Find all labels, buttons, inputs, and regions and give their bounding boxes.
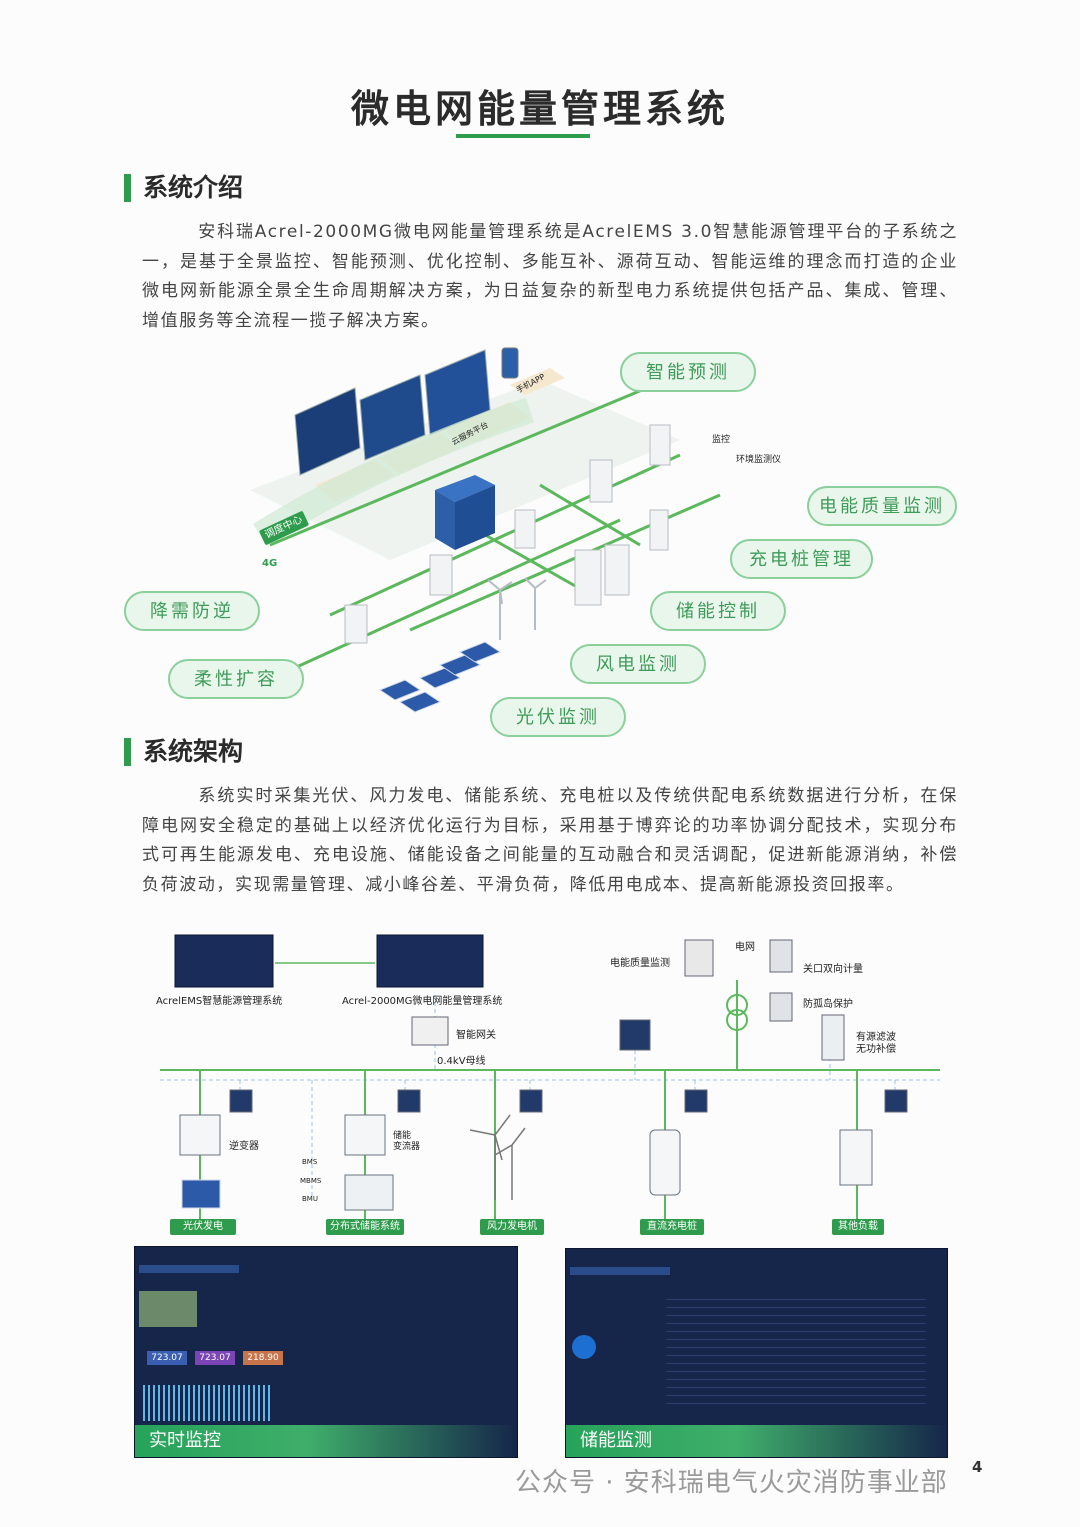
inverter-label: 逆变器 — [229, 1141, 259, 1152]
branch-charger: 直流充电桩 — [640, 1219, 704, 1235]
power-quality-label: 电能质量监测 — [610, 958, 670, 969]
equipment-cabinets — [344, 424, 671, 678]
pill-charging: 充电桩管理 — [730, 539, 873, 579]
solar-panels — [378, 641, 502, 713]
monitor-screens — [294, 347, 519, 476]
storage-monitoring-screenshot: 储能监测 — [565, 1248, 948, 1458]
network-label: 4G — [262, 558, 278, 569]
branch-load: 其他负载 — [832, 1219, 884, 1235]
device-label-monitor: 监控 — [712, 435, 731, 445]
anti-island-label: 防孤岛保护 — [803, 999, 853, 1010]
microgrid-overview-diagram: 调度中心 4G 手机APP 云服务平台 监控 环境监测仪 — [120, 340, 960, 740]
banner-realtime: 实时监控 — [135, 1425, 517, 1457]
bms-label: BMS — [302, 1158, 318, 1166]
building-image — [139, 1291, 197, 1327]
central-cabinet — [435, 475, 495, 550]
pill-pv: 光伏监测 — [490, 697, 626, 737]
branch-wind: 风力发电机 — [480, 1219, 544, 1235]
status-icon — [572, 1335, 596, 1359]
device-label-env: 环境监测仪 — [736, 455, 782, 465]
pill-storage: 储能控制 — [650, 591, 786, 631]
pill-forecast: 智能预测 — [620, 352, 756, 392]
branch-pv: 光伏发电 — [170, 1219, 236, 1235]
footer-watermark: 公众号 · 安科瑞电气火灾消防事业部 — [515, 1468, 948, 1498]
title-underline — [456, 134, 590, 138]
mbms-label: MBMS — [300, 1177, 322, 1185]
page-number: 4 — [972, 1458, 983, 1476]
storage-converter-label: 储能 变流器 — [393, 1131, 421, 1152]
data-table — [666, 1299, 926, 1409]
architecture-text: 系统实时采集光伏、风力发电、储能系统、充电桩以及传统供配电系统数据进行分析，在保… — [142, 786, 958, 895]
gateway-label: 智能网关 — [456, 1030, 496, 1041]
realtime-monitoring-screenshot: 723.07 723.07 218.90 实时监控 — [134, 1246, 518, 1458]
architecture-diagram: AcrelEMS智慧能源管理系统 Acrel-2000MG微电网能量管理系统 智… — [150, 930, 950, 1240]
system-b-label: Acrel-2000MG微电网能量管理系统 — [342, 996, 503, 1007]
bmu-label: BMU — [302, 1195, 318, 1203]
section-heading-architecture: 系统架构 — [124, 738, 243, 766]
architecture-paragraph: 系统实时采集光伏、风力发电、储能系统、充电桩以及传统供配电系统数据进行分析，在保… — [142, 782, 958, 900]
bus-label: 0.4kV母线 — [437, 1056, 486, 1067]
banner-storage: 储能监测 — [566, 1425, 947, 1457]
value-3: 218.90 — [243, 1351, 283, 1365]
pill-wind: 风电监测 — [570, 644, 706, 684]
bar-graph — [143, 1385, 273, 1421]
value-1: 723.07 — [147, 1351, 187, 1365]
page-title: 微电网能量管理系统 — [350, 87, 729, 131]
filter-label: 有源滤波 无功补偿 — [856, 1032, 896, 1055]
system-a-label: AcrelEMS智慧能源管理系统 — [156, 996, 283, 1007]
overview-illustration — [250, 347, 721, 713]
back-platform — [250, 380, 680, 560]
pill-demand: 降需防逆 — [124, 591, 260, 631]
pill-capacity: 柔性扩容 — [168, 659, 304, 699]
meter-label: 关口双向计量 — [803, 964, 863, 975]
branch-storage: 分布式储能系统 — [326, 1219, 404, 1235]
intro-paragraph: 安科瑞Acrel-2000MG微电网能量管理系统是AcrelEMS 3.0智慧能… — [142, 218, 958, 336]
intro-text: 安科瑞Acrel-2000MG微电网能量管理系统是AcrelEMS 3.0智慧能… — [142, 222, 958, 331]
value-2: 723.07 — [195, 1351, 235, 1365]
pill-power-quality: 电能质量监测 — [807, 486, 957, 526]
grid-label: 电网 — [735, 942, 755, 953]
architecture-lines — [160, 934, 940, 1220]
wind-turbines — [487, 577, 547, 640]
section-heading-intro: 系统介绍 — [124, 174, 243, 202]
